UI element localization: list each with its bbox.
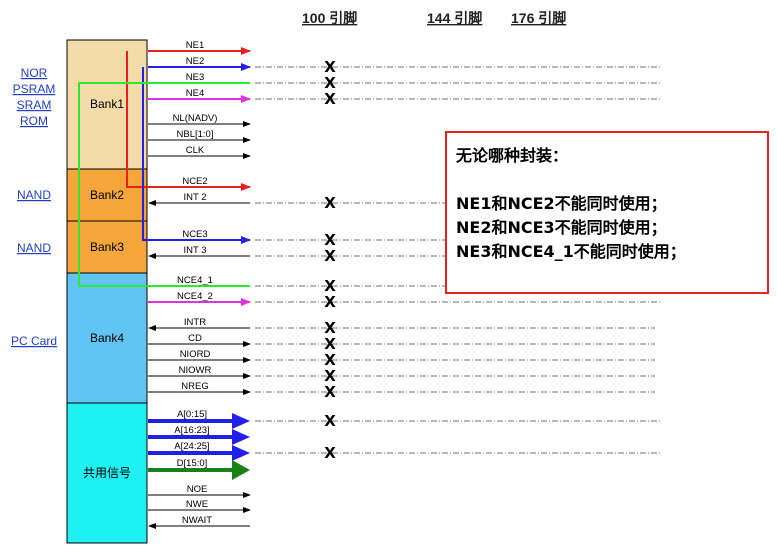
x-mark-ne4: X [324,90,336,108]
signal-nce2: NCE2 [182,176,207,187]
bank4-label: Bank4 [90,331,124,345]
signal-nl-nadv: NL(NADV) [173,113,218,124]
bank4-box [66,272,148,404]
note-box [445,131,769,294]
side-label-sram[interactable]: SRAM [17,98,52,112]
x-mark-nce3: X [324,231,336,249]
shared-signals-label: 共用信号 [83,466,131,480]
x-mark-niord: X [324,351,336,369]
side-label-pc-card[interactable]: PC Card [11,334,57,348]
nce4-1-line [78,82,250,287]
header-100-pin: 100 引脚 [302,10,357,26]
bank1-label: Bank1 [90,97,124,111]
bank2-label: Bank2 [90,188,124,202]
signal-nce4-1: NCE4_1 [177,275,213,286]
signal-niord: NIORD [180,349,211,360]
x-mark-nce4-2: X [324,293,336,311]
nce3-line [142,67,251,244]
signal-nreg: NREG [181,381,208,392]
signal-clk: CLK [186,145,205,156]
signal-a24-25: A[24:25] [174,441,209,452]
side-label-nand-2[interactable]: NAND [17,241,51,255]
x-mark-nce4-1: X [324,277,336,295]
note-line-1: NE1和NCE2不能同时使用； [456,194,667,213]
x-mark-ne3: X [324,74,336,92]
x-mark-nreg: X [324,383,336,401]
x-mark-a16-23: X [324,412,336,430]
x-mark-a24-25: X [324,444,336,462]
header-176-pin: 176 引脚 [511,10,566,26]
signal-ne1: NE1 [186,40,204,51]
bus-a0-15-arrow [148,413,250,429]
signal-int3: INT 3 [183,245,206,256]
x-mark-int3: X [324,247,336,265]
signal-nwait: NWAIT [182,515,212,526]
x-mark-ne2: X [324,58,336,76]
bank3-box [66,220,148,274]
side-label-rom[interactable]: ROM [20,114,48,128]
x-marks: X X X X X X X X X X X X X X X [324,58,336,462]
side-label-nor[interactable]: NOR [21,66,48,80]
signal-int2: INT 2 [183,192,206,203]
x-mark-intr: X [324,319,336,337]
signal-ne2: NE2 [186,56,204,67]
signal-ne4: NE4 [186,88,204,99]
signal-niowr: NIOWR [179,365,212,376]
signal-nbl: NBL[1:0] [177,129,214,140]
nce2-line [126,51,251,191]
signal-ne3: NE3 [186,72,204,83]
bank3-label: Bank3 [90,240,124,254]
shared-signals-box [66,402,148,544]
side-label-psram[interactable]: PSRAM [13,82,56,96]
x-mark-cd: X [324,335,336,353]
side-label-nand-1[interactable]: NAND [17,188,51,202]
signal-nce3: NCE3 [182,229,207,240]
header-144-pin: 144 引脚 [427,10,482,26]
signal-nwe: NWE [186,499,208,510]
colored-routing-lines [78,47,251,306]
black-signal-lines [148,121,251,529]
x-mark-niowr: X [324,367,336,385]
signal-nce4-2: NCE4_2 [177,291,213,302]
bank2-box [66,168,148,222]
note-title: 无论哪种封装： [455,146,568,165]
bus-d15-0-arrow [148,460,250,480]
signal-cd: CD [188,333,202,344]
note-line-2: NE2和NCE3不能同时使用； [456,218,667,237]
bus-a16-23-arrow [148,429,250,445]
signal-a0-15: A[0:15] [177,409,207,420]
signal-a16-23: A[16:23] [174,425,209,436]
bus-a24-25-arrow [148,445,250,461]
x-mark-int2: X [324,194,336,212]
signal-d15-0: D[15:0] [177,458,208,469]
note-line-3: NE3和NCE4_1不能同时使用； [456,242,686,261]
bus-arrows [148,413,250,480]
signal-intr: INTR [184,317,206,328]
signal-noe: NOE [187,484,208,495]
bank1-box [66,39,148,170]
